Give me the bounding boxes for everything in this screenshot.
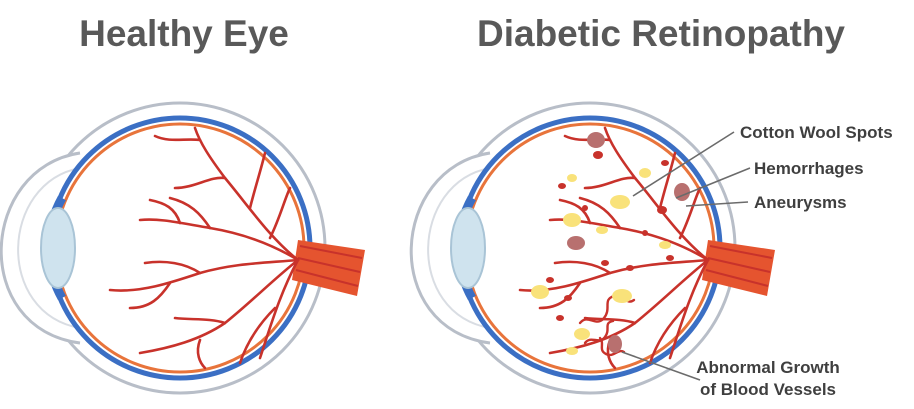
cotton-wool-spots-label: Cotton Wool Spots <box>740 123 893 142</box>
abnormal-growth-label-line2: of Blood Vessels <box>700 380 836 399</box>
abnormal-growth-label-line1: Abnormal Growth <box>696 358 840 377</box>
hemorrhages-label: Hemorrhages <box>754 159 864 178</box>
cotton-wool-leader-line <box>632 131 735 197</box>
aneurysms-leader-line <box>685 201 749 207</box>
diabetic-eye-illustration <box>411 103 775 393</box>
aneurysm-spots <box>546 151 674 321</box>
aneurysms-label: Aneurysms <box>754 193 847 212</box>
abnormal-growth-leader-line <box>621 351 701 381</box>
diabetic-retinopathy-title: Diabetic Retinopathy <box>477 13 845 54</box>
healthy-eye-illustration <box>1 103 365 393</box>
hemorrhages-leader-line <box>675 167 751 199</box>
cotton-wool-spots <box>531 168 671 355</box>
healthy-eye-title: Healthy Eye <box>79 13 289 54</box>
